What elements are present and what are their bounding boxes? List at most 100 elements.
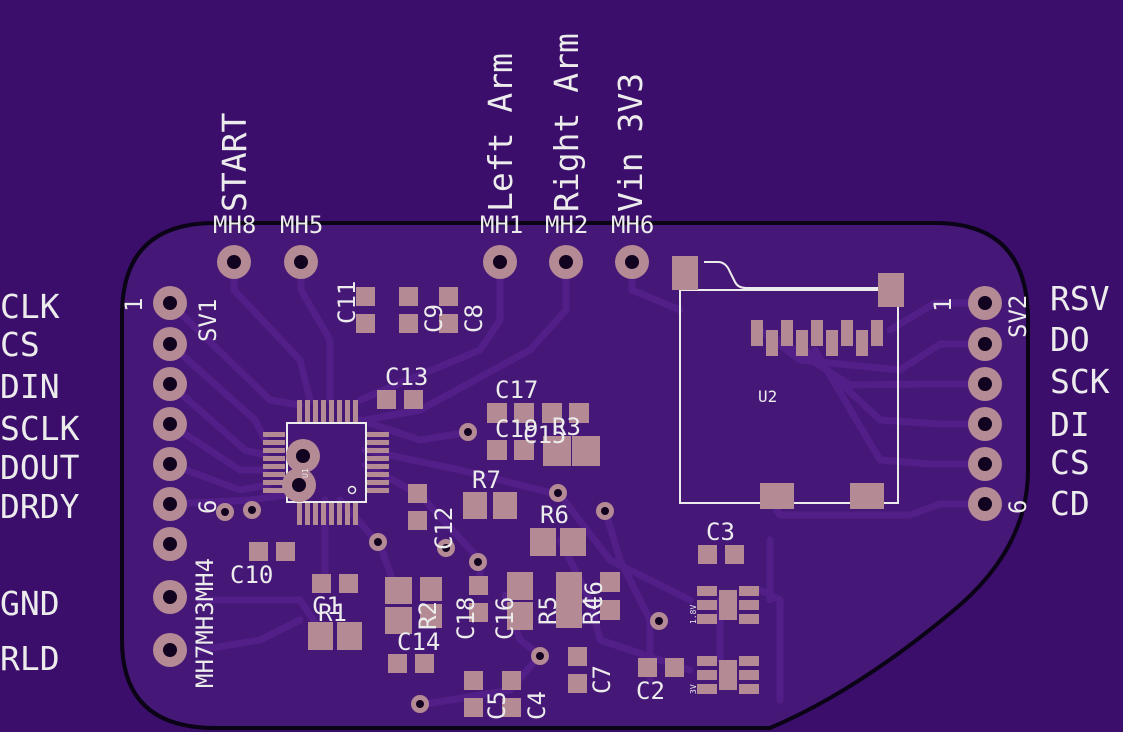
u2-pin-3 — [796, 330, 808, 356]
sv2-pin-5-drill — [978, 457, 992, 471]
c17-pad-a — [487, 403, 507, 423]
c9-pad-a — [399, 287, 418, 306]
u2-pin-0 — [751, 320, 763, 346]
reg2-right-0 — [739, 656, 759, 666]
c8-pad-b — [439, 314, 458, 333]
label-c7: C7 — [588, 665, 616, 694]
left-arm-signal-label: Left Arm — [481, 53, 520, 212]
c1-pad-b — [339, 574, 358, 593]
sv2-ref: SV2 — [1004, 295, 1032, 338]
label-r5: R5 — [534, 596, 562, 625]
reg2-right-1 — [739, 670, 759, 680]
u2-pin-7 — [856, 330, 868, 356]
u1-pad-left-0 — [263, 432, 285, 437]
mh2-ref: MH2 — [545, 211, 588, 239]
u1-pad-bottom-5 — [337, 503, 342, 525]
u2-pin-4 — [811, 320, 823, 346]
reg1-left-0 — [697, 586, 717, 596]
u1-pad-top-3 — [321, 400, 326, 422]
c15-pad-b — [572, 436, 600, 466]
c2-pad-a — [638, 658, 657, 677]
u1-pad-bottom-3 — [321, 503, 326, 525]
sv1-pin1-marker: 1 — [120, 298, 148, 312]
side-pad-refs: MH7MH3MH4 — [191, 558, 219, 688]
c16-pad-a — [507, 572, 533, 600]
u1-pad-top-2 — [313, 400, 318, 422]
c12-pad-b — [408, 511, 427, 530]
c3-pad-b — [725, 545, 744, 564]
u1-pad-left-1 — [263, 440, 285, 445]
u2-pin-6 — [841, 320, 853, 346]
u1-pad-right-5 — [367, 472, 389, 477]
reg1-right-1 — [739, 600, 759, 610]
silkscreen-labels: CLKCSDINSCLKDOUTDRDYGNDRLDRSVDOSCKDICSCD… — [0, 33, 1110, 720]
sv2-signal-sck: SCK — [1050, 362, 1110, 401]
label-c4: C4 — [523, 691, 551, 720]
r6-pad-b — [560, 528, 586, 556]
u1-pad-left-6 — [263, 480, 285, 485]
gnd-label: GND — [0, 584, 60, 623]
sv1-pin-5-drill — [163, 457, 177, 471]
via-1-drill — [248, 506, 256, 514]
via-2-drill — [464, 428, 472, 436]
c18-pad-b — [469, 603, 488, 622]
u1-pad-right-6 — [367, 480, 389, 485]
label-r4: R4 — [578, 596, 606, 625]
label-c6: C6 — [580, 581, 608, 610]
r2-pad-a — [385, 577, 412, 604]
r6-pad-a — [530, 528, 556, 556]
c6-pad-a — [600, 572, 620, 592]
label-c1: C1 — [312, 592, 341, 620]
c4-pad-a — [502, 671, 521, 690]
sv1-signal-drdy: DRDY — [0, 487, 80, 526]
top-pad-0-drill — [227, 255, 241, 269]
mh5-ref: MH5 — [280, 211, 323, 239]
label-u1: U1 — [301, 468, 310, 478]
sv1-pin-1-drill — [163, 296, 177, 310]
via-0-drill — [221, 508, 229, 516]
gnd-pad-drill — [163, 590, 177, 604]
u1-pad-right-7 — [367, 488, 389, 493]
r2-pad-d — [420, 604, 442, 628]
c11-pad-b — [356, 314, 375, 333]
sv2-pin-6-drill — [978, 497, 992, 511]
c9-pad-b — [399, 314, 418, 333]
start-signal-label: START — [215, 113, 254, 212]
u1-pad-left-2 — [263, 448, 285, 453]
mh1-ref: MH1 — [480, 211, 523, 239]
u1-pad-right-0 — [367, 432, 389, 437]
sv1-pin6-marker: 6 — [194, 500, 222, 514]
u1-pad-top-1 — [305, 400, 310, 422]
label-c11: C11 — [333, 281, 361, 324]
r7-pad-a — [463, 492, 487, 519]
vin-3v3-signal-label: Vin 3V3 — [611, 73, 650, 212]
c10-pad-b — [276, 542, 295, 561]
c10-pad-a — [249, 542, 268, 561]
u2-tab-left — [672, 256, 698, 290]
c7-pad-b — [568, 674, 587, 693]
regulator-3v-label: 3V — [689, 684, 698, 694]
mh6-ref: MH6 — [611, 211, 654, 239]
sv2-signal-do: DO — [1050, 320, 1090, 359]
u1-pad-right-2 — [367, 448, 389, 453]
reg2-body — [719, 660, 737, 690]
u2-pin-8 — [871, 320, 883, 346]
reg2-left-0 — [697, 656, 717, 666]
top-pad-1-drill — [294, 255, 308, 269]
c16-pad-b — [507, 602, 533, 630]
c18-pad-a — [469, 576, 488, 595]
sv1-signal-sclk: SCLK — [0, 409, 80, 448]
label-c13: C13 — [385, 363, 428, 391]
sv1-signal-dout: DOUT — [0, 448, 80, 487]
label-r6: R6 — [540, 501, 569, 529]
u2-ground-a — [760, 483, 794, 509]
reg1-left-2 — [697, 614, 717, 624]
sv2-pin-3-drill — [978, 377, 992, 391]
u1-pin1-dot — [347, 485, 357, 495]
sv1-signal-cs: CS — [0, 325, 40, 364]
u1-thermal-a-drill — [296, 449, 310, 463]
sv1-pin-6-drill — [163, 497, 177, 511]
c19-pad-b — [514, 440, 534, 460]
u2-pin-5 — [826, 330, 838, 356]
top-pad-4-drill — [625, 255, 639, 269]
